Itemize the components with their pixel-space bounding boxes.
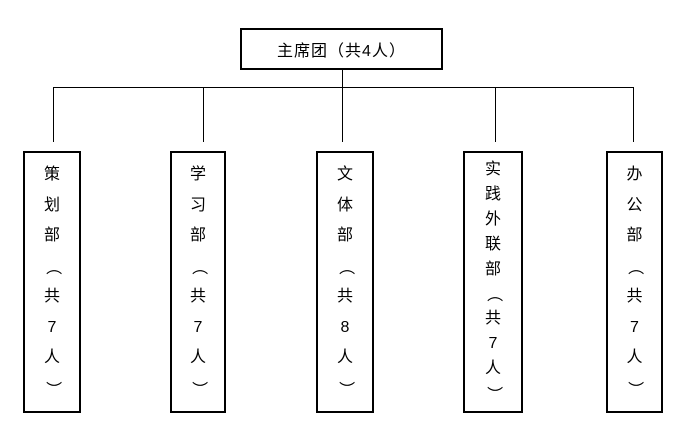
- connector-drop-office: [633, 87, 634, 142]
- connector-drop-study: [203, 87, 204, 142]
- root-node-presidium: 主席团（共4人）: [240, 28, 443, 70]
- connector-horizontal: [53, 87, 634, 88]
- connector-stem: [342, 70, 343, 142]
- connector-drop-practice-outreach: [495, 87, 496, 142]
- connector-drop-planning: [53, 87, 54, 142]
- root-node-label: 主席团（共4人）: [277, 43, 406, 60]
